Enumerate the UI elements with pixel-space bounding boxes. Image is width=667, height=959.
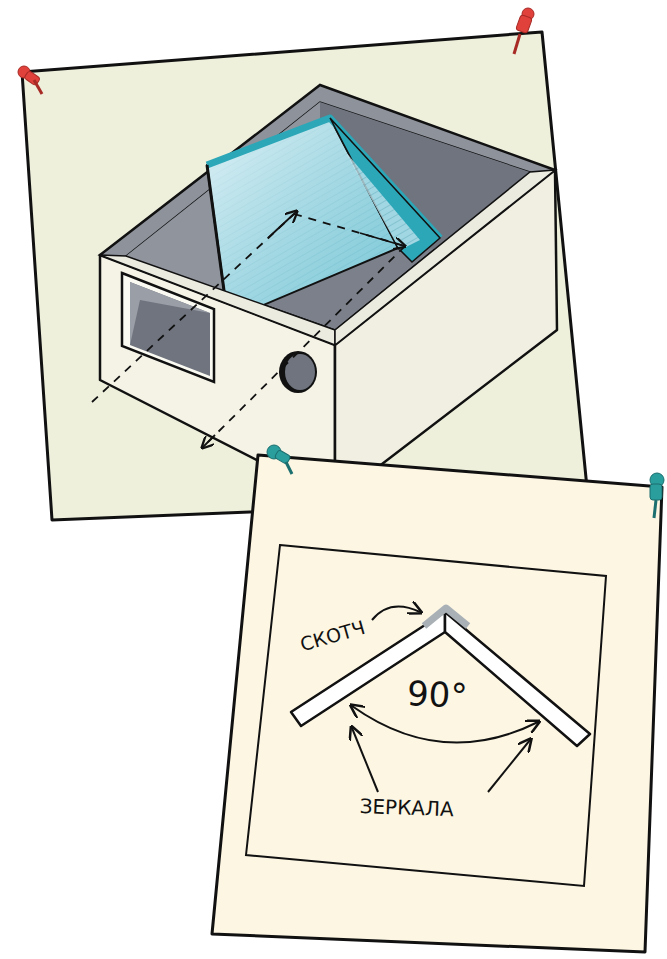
mirrors-label: ЗЕРКАЛА	[359, 796, 454, 819]
bottom-sheet	[212, 445, 664, 952]
top-sheet	[18, 8, 588, 520]
angle-label: 90°	[406, 676, 468, 713]
tape-label: СКОТЧ	[298, 618, 367, 655]
